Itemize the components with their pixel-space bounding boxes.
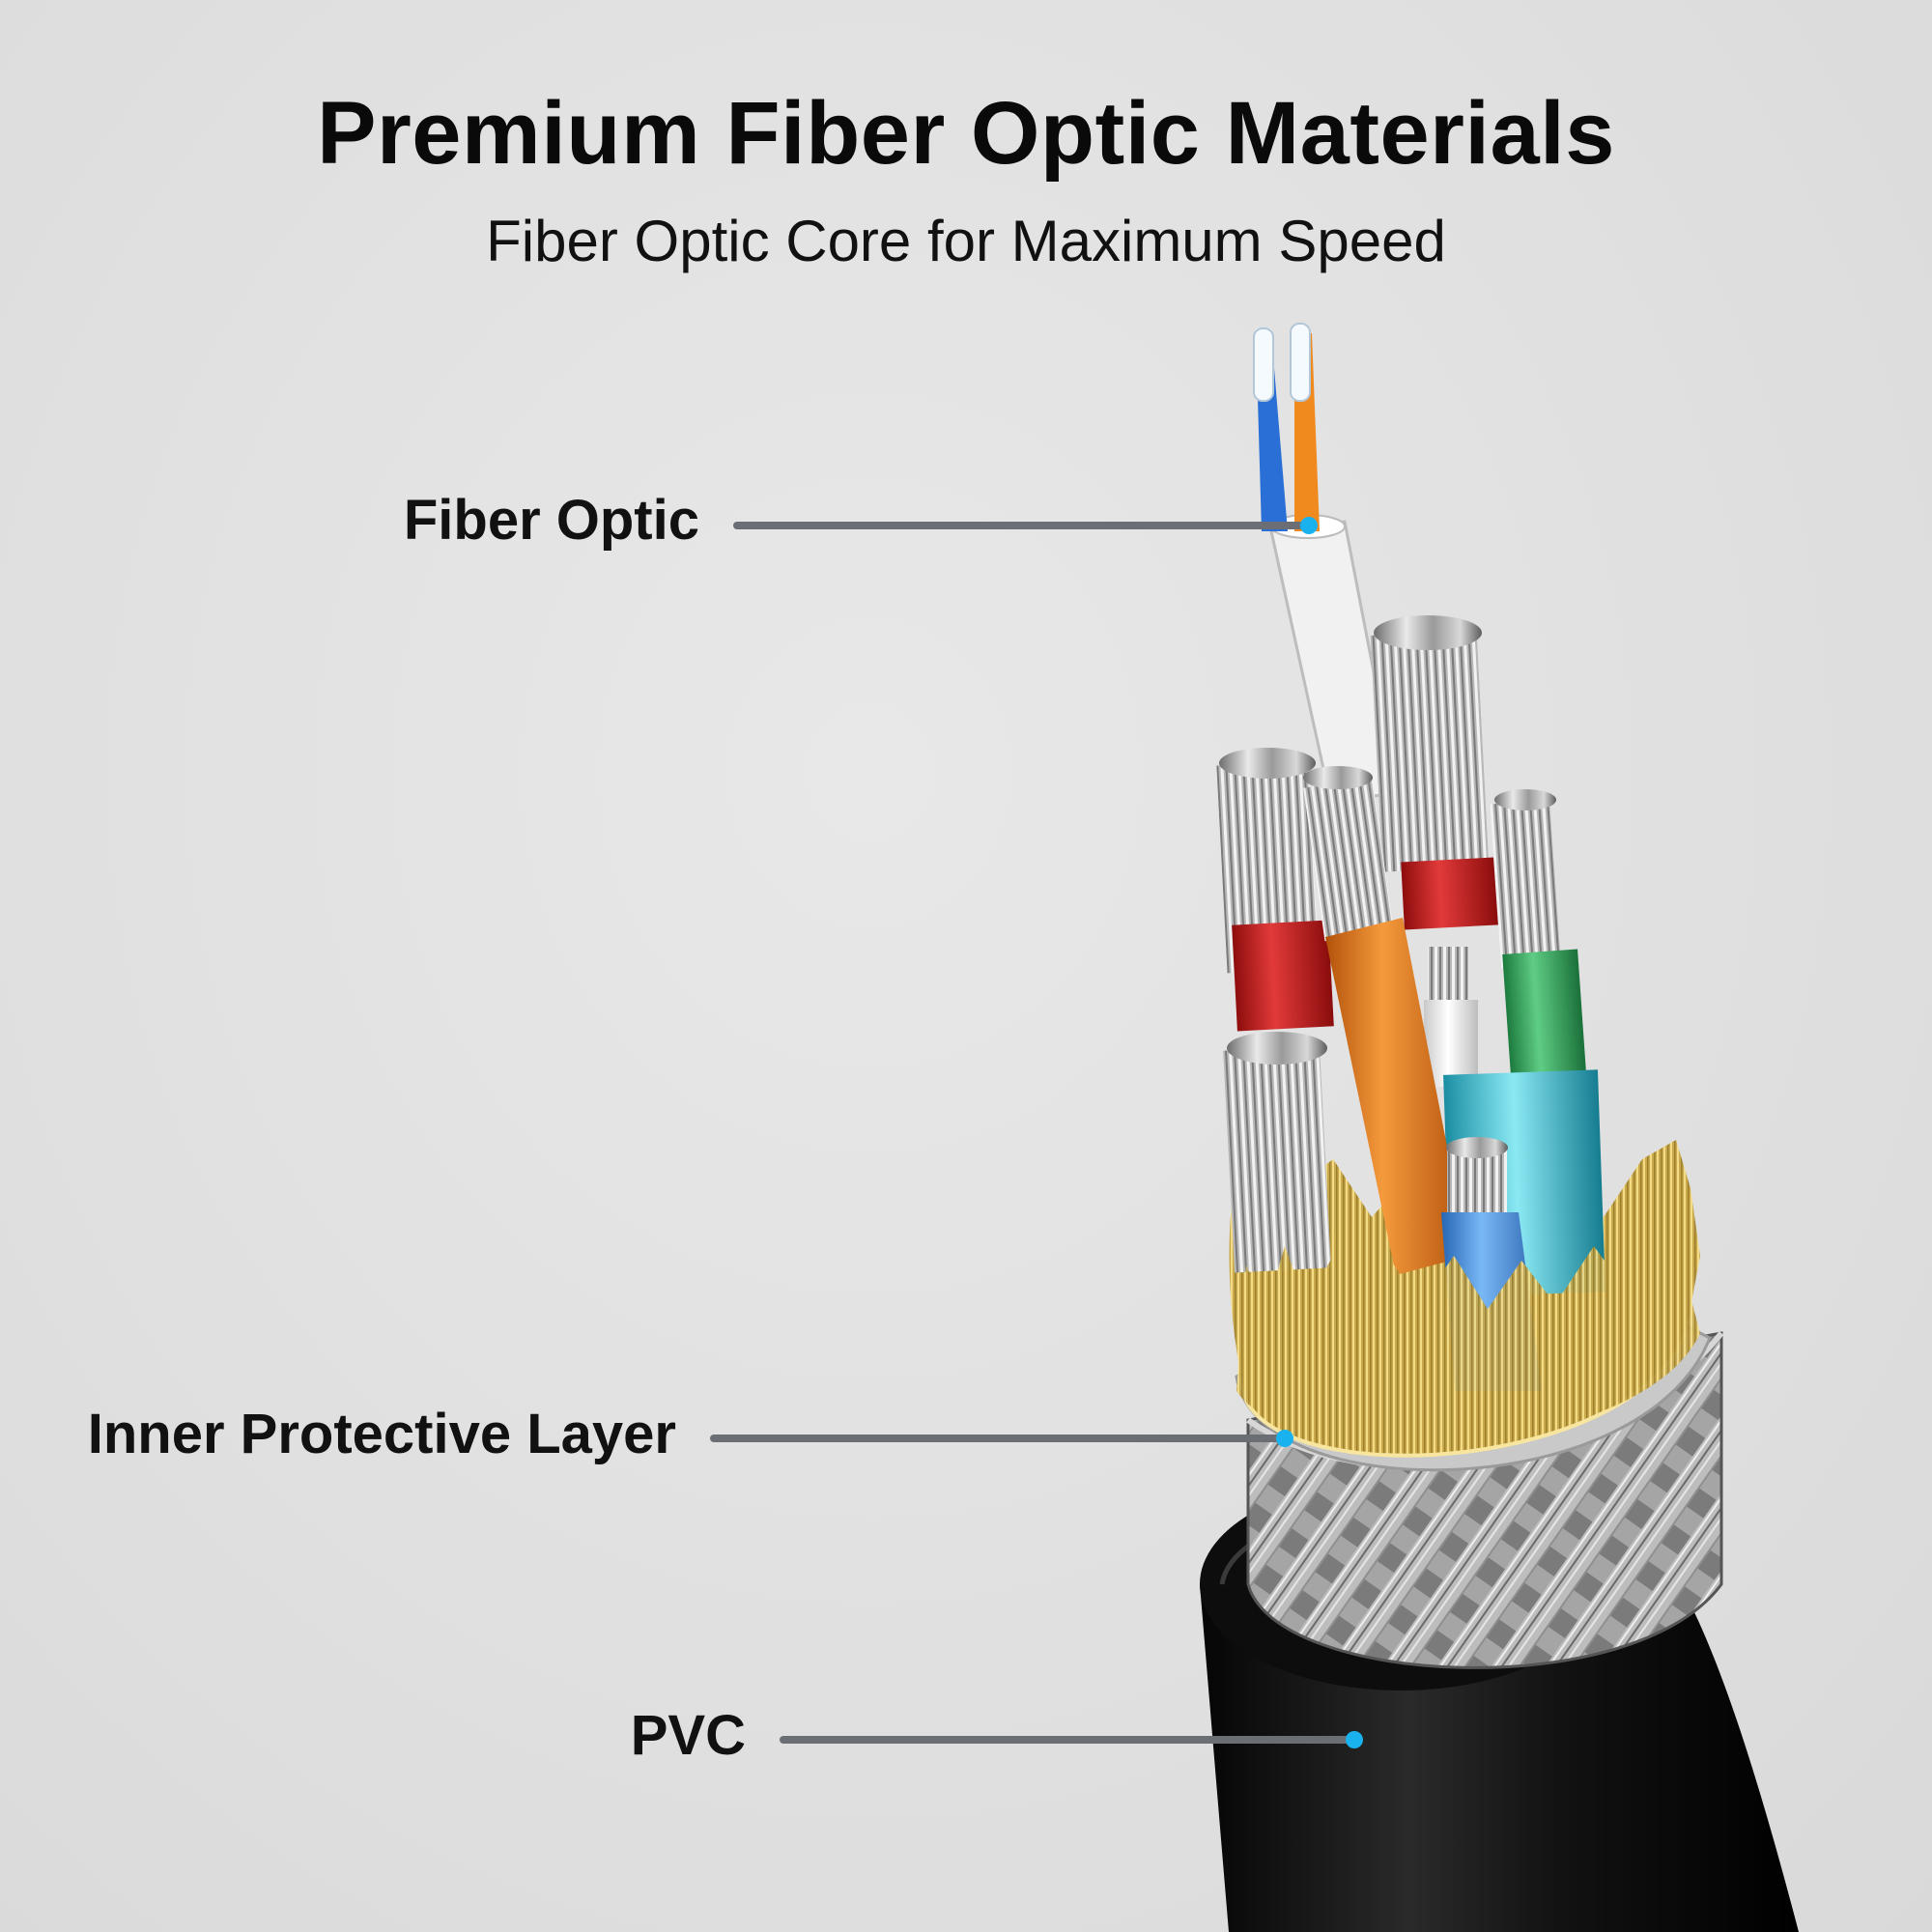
conductor-bundle-lower-left <box>1223 1032 1331 1273</box>
conductor-white <box>1424 947 1478 1087</box>
conductor-orange <box>1303 766 1468 1275</box>
label-inner-protective-layer: Inner Protective Layer <box>87 1403 676 1465</box>
callout-dot-inner-protective-layer <box>1276 1430 1293 1447</box>
callout-pvc <box>780 1731 1363 1748</box>
conductor-bundle-top <box>1370 615 1499 930</box>
copper-shield-strands <box>1236 1236 1700 1445</box>
callout-dot-fiber-optic <box>1300 517 1318 534</box>
callout-dot-pvc <box>1346 1731 1363 1748</box>
callout-fiber-optic <box>733 517 1318 534</box>
callout-inner-protective-layer <box>710 1430 1293 1447</box>
conductor-bundle-left <box>1216 748 1334 1032</box>
page-title: Premium Fiber Optic Materials <box>317 84 1615 183</box>
fiber-optic-tube <box>1253 323 1399 806</box>
page-subtitle: Fiber Optic Core for Maximum Speed <box>486 209 1446 273</box>
label-fiber-optic: Fiber Optic <box>403 489 699 552</box>
conductor-green <box>1490 789 1587 1090</box>
label-pvc: PVC <box>630 1704 746 1767</box>
